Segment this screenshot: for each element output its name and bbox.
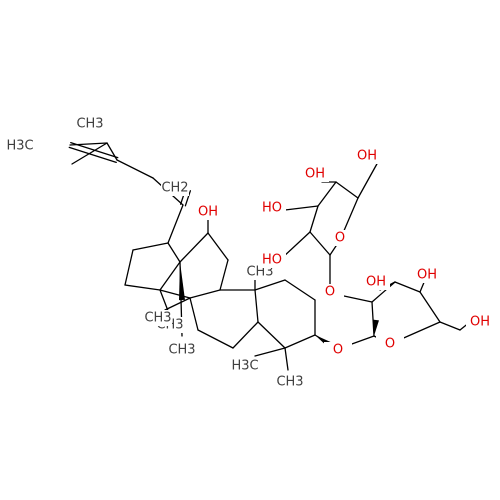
label-halo — [194, 204, 222, 220]
bond — [197, 329, 234, 349]
label-halo — [324, 342, 352, 358]
bond — [394, 281, 421, 293]
label-halo — [258, 200, 286, 216]
label-halo — [276, 374, 304, 390]
bond — [254, 347, 286, 357]
label-halo — [316, 284, 344, 300]
label-halo — [231, 358, 259, 374]
bond — [68, 146, 117, 164]
atom-label-ch3-c13: CH3 — [168, 343, 195, 358]
bond — [167, 242, 181, 263]
bond — [184, 190, 192, 207]
atom-label-layer: CH3H3CCH2OHCH3CH3CH3CH3H3CCH3OOOHOHOHOOH… — [6, 116, 494, 390]
label-halo — [376, 336, 404, 352]
label-halo — [413, 267, 441, 283]
bond — [167, 204, 184, 244]
atom-label-ch3-tail-top: CH3 — [76, 117, 103, 132]
bond-layer — [68, 141, 471, 371]
bond — [254, 289, 259, 323]
bond — [284, 334, 316, 349]
atom-label-o-glycosidic-2: O — [325, 285, 335, 300]
label-halo — [466, 314, 494, 330]
atom-label-ch2-methylene: CH2 — [161, 181, 188, 196]
bond — [124, 284, 161, 291]
label-halo — [301, 166, 329, 182]
bond — [159, 289, 191, 299]
bond — [132, 242, 169, 251]
atom-label-oh-inner-c4: OH — [366, 275, 386, 290]
bond — [281, 231, 311, 259]
bond — [179, 232, 209, 263]
label-halo — [326, 230, 354, 246]
label-halo — [6, 138, 34, 154]
bond — [116, 159, 154, 179]
atom-label-oh-outer-c4: OH — [305, 167, 325, 182]
bond — [254, 279, 286, 291]
bond — [164, 297, 191, 311]
bond — [371, 281, 396, 303]
bond — [357, 161, 379, 199]
label-halo — [362, 274, 390, 290]
atom-label-h3c-c4: H3C — [231, 359, 258, 374]
bond — [159, 261, 181, 291]
bond — [309, 205, 319, 233]
bond — [284, 205, 319, 211]
bond — [419, 291, 441, 323]
bond — [317, 181, 337, 207]
atom-label-h3c-tail-left: H3C — [6, 139, 33, 154]
atom-label-ch3-c4: CH3 — [276, 375, 303, 390]
bond — [439, 321, 461, 331]
bond — [335, 181, 359, 199]
bond — [207, 232, 229, 261]
label-halo — [76, 116, 104, 132]
atom-label-ch3-c10: CH3 — [246, 265, 273, 280]
wedge-bond — [373, 319, 379, 336]
bond — [189, 289, 221, 299]
atom-label-oh-outer-c3: HO — [262, 201, 282, 216]
label-halo — [144, 310, 172, 326]
atom-label-oh-inner-c3: OH — [417, 268, 437, 283]
bond — [189, 297, 199, 331]
atom-label-oh-c12: OH — [198, 205, 218, 220]
bond — [232, 321, 259, 349]
label-halo — [353, 148, 381, 164]
label-halo — [258, 252, 286, 268]
atom-label-o-ring-outer: O — [335, 231, 345, 246]
atom-label-o-glycosidic-c3: O — [333, 343, 343, 358]
label-halo — [168, 342, 196, 358]
atom-label-oh-inner-c6: OH — [470, 315, 490, 330]
atom-label-o-ring-inner: O — [385, 337, 395, 352]
bond — [284, 347, 289, 371]
atom-label-oh-outer-c2: HO — [262, 253, 282, 268]
bond — [284, 279, 316, 301]
bond — [309, 231, 331, 256]
wedge-bond — [179, 262, 185, 301]
bond — [257, 321, 286, 349]
atom-label-ch3-c8: CH3 — [144, 311, 171, 326]
bond — [70, 141, 119, 159]
bond — [124, 249, 134, 286]
bond — [219, 259, 229, 291]
label-halo — [161, 180, 189, 196]
atom-label-oh-outer-c6: OH — [357, 149, 377, 164]
